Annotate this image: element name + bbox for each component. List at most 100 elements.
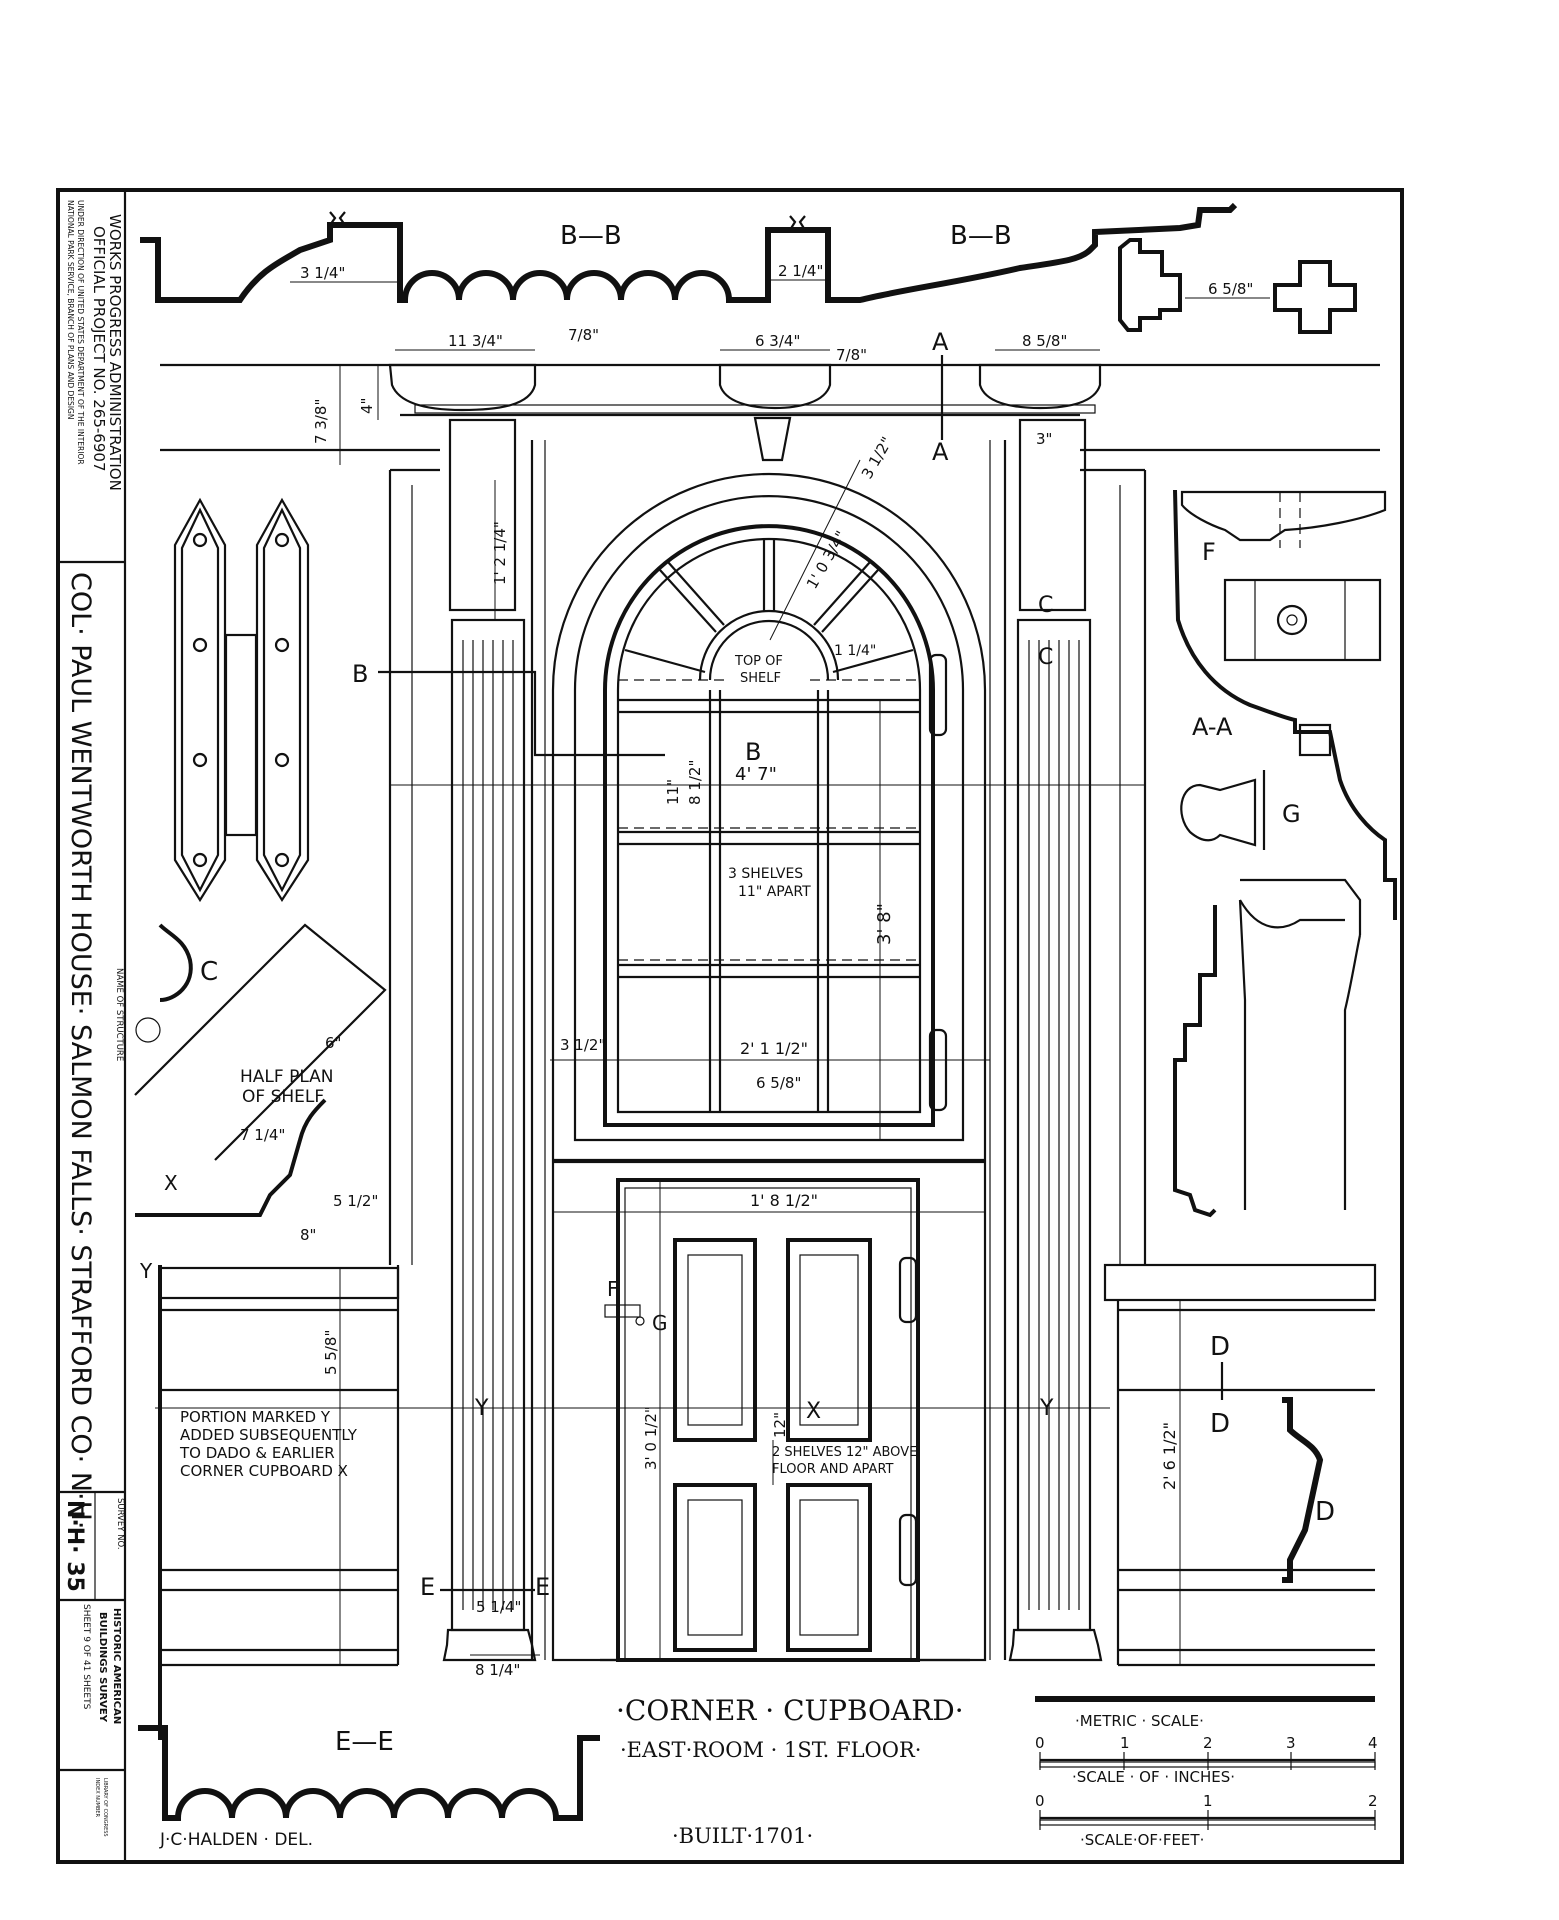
dim-6: 6" (325, 1034, 341, 1052)
right-profiles: A-A F G (1173, 489, 1397, 1218)
dim-12: 12" (771, 1412, 789, 1438)
delineator: J·C·HALDEN · DEL. (159, 1830, 313, 1850)
label-dd-bottom: D (1210, 1409, 1230, 1439)
label-e-right: E (535, 1573, 550, 1601)
door-hinges (898, 653, 948, 1587)
built-date: ·BUILT·1701· (672, 1824, 813, 1848)
dim-1-1-4: 1 1/4" (834, 643, 876, 659)
label-g: G (1282, 800, 1301, 828)
left-pilaster-flutes (462, 640, 514, 1610)
left-dado: PORTION MARKED Y ADDED SUBSEQUENTLY TO D… (158, 1265, 400, 1740)
note-portion-4: CORNER CUPBOARD X (180, 1462, 348, 1480)
dim-6-5-8-top: 6 5/8" (1208, 280, 1253, 298)
note-3-shelves-2: 11" APART (738, 884, 811, 900)
label-dd-top: D (1210, 1332, 1230, 1362)
right-pilaster-flutes (1028, 640, 1080, 1610)
label-c-right-top: C (1038, 593, 1053, 618)
dim-7-8-a: 7/8" (568, 326, 599, 344)
dim-11-3-4: 11 3/4" (448, 332, 503, 350)
sheet-border (56, 188, 1404, 1864)
agency-line-3: UNDER DIRECTION OF UNITED STATES DEPARTM… (76, 200, 85, 465)
dim-3-0-1-2: 3' 0 1/2" (642, 1406, 660, 1470)
label-bb-right: B—B (950, 221, 1012, 251)
habs-line-2: BUILDINGS SURVEY (97, 1612, 108, 1723)
dim-8-1-2: 8 1/2" (686, 760, 704, 805)
right-dado: 2' 6 1/2" D D D (1103, 1263, 1377, 1667)
metric-ticks (1039, 1752, 1376, 1770)
feet-tick-2: 2 (1368, 1792, 1378, 1810)
dim-3-1-2-arc: 3 1/2" (858, 434, 896, 482)
structure-name: COL· PAUL WENTWORTH HOUSE· SALMON FALLS·… (65, 572, 96, 1530)
label-d-profile: D (1315, 1497, 1335, 1527)
cornice-sections: 6 5/8" (1118, 238, 1357, 334)
title-block: WORKS PROGRESS ADMINISTRATION OFFICIAL P… (62, 200, 125, 1837)
dim-4-7: 4' 7" (735, 764, 777, 785)
label-ee: E—E (335, 1727, 394, 1757)
metric-tick-0: 0 (1035, 1734, 1045, 1752)
label-g-door: G (652, 1311, 668, 1335)
note-2-shelves-1: 2 SHELVES 12" ABOVE (772, 1445, 917, 1460)
dim-2-1-4-top: 2 1/4" (778, 262, 823, 280)
habs-line-1: HISTORIC AMERICAN (111, 1608, 122, 1724)
label-b-center: B (745, 738, 761, 766)
dim-1-2-1-4: 1' 2 1/4" (491, 521, 509, 585)
label-x-plan: X (164, 1171, 178, 1195)
agency-line-4: NATIONAL PARK SERVICE, BRANCH OF PLANS A… (66, 200, 75, 419)
half-plan-of-shelf: C HALF PLAN OF SHELF 6" 7 1/4" 5 1/2" 8"… (134, 923, 387, 1283)
dim-6-3-4: 6 3/4" (755, 332, 800, 350)
survey-no-label: SURVEY NO. (115, 1498, 125, 1550)
label-y-plan: Y (139, 1259, 153, 1283)
dim-3-1-4-top: 3 1/4" (300, 264, 345, 282)
label-x-door: X (806, 1399, 821, 1424)
half-plan-title-2: OF SHELF (242, 1087, 324, 1107)
note-top-shelf-1: TOP OF (734, 654, 783, 669)
label-c-right-bottom: C (1038, 645, 1053, 670)
note-portion-3: TO DADO & EARLIER (179, 1444, 335, 1462)
dim-8-5-8: 8 5/8" (1022, 332, 1067, 350)
section-ee-profile: E—E (138, 1725, 600, 1821)
label-f-door: F (607, 1277, 619, 1301)
dim-5-5-8: 5 5/8" (322, 1330, 340, 1375)
name-of-structure-label: NAME OF STRUCTURE (114, 968, 124, 1061)
metric-tick-3: 3 (1286, 1734, 1296, 1752)
section-bb-profile: B—B B—B 3 1/4" 2 1/4" (140, 202, 1238, 303)
dim-5-1-4: 5 1/4" (476, 1598, 521, 1616)
center-annotations: 4' 7" 3' 8" 1' 2 1/4" 1' 0 3/4" 3 1/2" 2… (155, 434, 1145, 1679)
metric-tick-1: 1 (1120, 1734, 1130, 1752)
note-portion-1: PORTION MARKED Y (180, 1408, 331, 1426)
metric-tick-4: 4 (1368, 1734, 1378, 1752)
loc-line-1: LIBRARY OF CONGRESS (102, 1778, 108, 1837)
drawing-titles: ·CORNER · CUPBOARD· ·EAST·ROOM · 1ST. FL… (159, 1694, 964, 1850)
dim-3-1-2: 3 1/2" (560, 1036, 605, 1054)
note-top-shelf-2: SHELF (740, 671, 781, 686)
dim-2-1-1-2: 2' 1 1/2" (740, 1039, 808, 1058)
dim-3-8: 3' 8" (874, 903, 895, 945)
arched-glazed-door (551, 472, 987, 1162)
lower-paneled-door (551, 1160, 987, 1662)
graphic-scales: ·METRIC · SCALE· 0 1 2 3 4 ·SCALE · OF ·… (1035, 1696, 1378, 1849)
sheet-number: SHEET 9 OF 41 SHEETS (81, 1604, 91, 1710)
agency-line-2: OFFICIAL PROJECT NO. 265-6907 (90, 226, 108, 472)
label-b-left: B (352, 660, 368, 688)
note-portion-2: ADDED SUBSEQUENTLY (180, 1426, 358, 1444)
dim-3: 3" (1036, 430, 1052, 448)
feet-scale-label: ·SCALE·OF·FEET· (1080, 1831, 1204, 1849)
inches-scale-label: ·SCALE · OF · INCHES· (1072, 1768, 1235, 1786)
label-bb-left: B—B (560, 221, 622, 251)
metric-scale-label: ·METRIC · SCALE· (1075, 1712, 1204, 1730)
dim-11: 11" (664, 779, 682, 805)
feet-tick-1: 1 (1203, 1792, 1213, 1810)
feet-tick-0: 0 (1035, 1792, 1045, 1810)
dim-7-1-4: 7 1/4" (240, 1126, 285, 1144)
main-title: ·CORNER · CUPBOARD· (616, 1694, 964, 1727)
dim-4: 4" (358, 398, 376, 414)
cupboard-frame (388, 418, 1147, 1662)
dim-6-5-8: 6 5/8" (756, 1074, 801, 1092)
dim-2-6-1-2: 2' 6 1/2" (1160, 1422, 1179, 1490)
label-a-top: A (932, 328, 949, 356)
subtitle: ·EAST·ROOM · 1ST. FLOOR· (620, 1738, 921, 1762)
dim-8: 8" (300, 1226, 316, 1244)
glazing-grid (618, 690, 920, 1112)
h-hinge-detail (173, 497, 310, 903)
